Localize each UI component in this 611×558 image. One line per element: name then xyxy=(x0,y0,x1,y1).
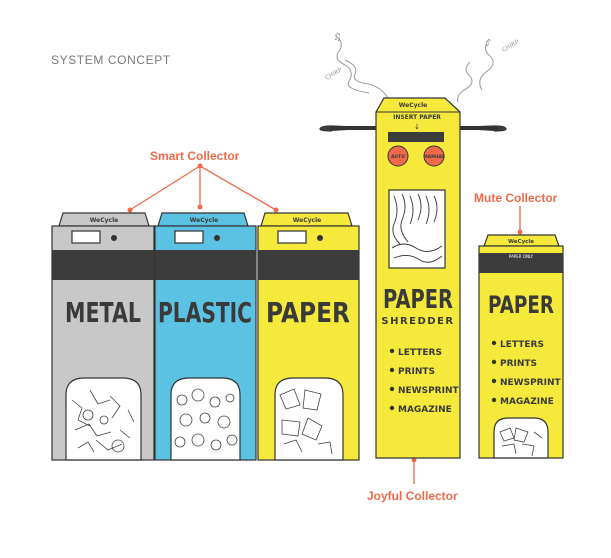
display-screen xyxy=(71,230,101,244)
music-note-icon: ♫ xyxy=(333,32,342,43)
shredder-sublabel: SHREDDER xyxy=(381,316,454,327)
bin-label: PLASTIC xyxy=(158,296,252,329)
brand-label: WeCycle xyxy=(90,217,118,224)
list-item: LETTERS xyxy=(500,340,544,350)
list-item: MAGAZINE xyxy=(500,397,554,407)
brand-label: WeCycle xyxy=(508,239,534,245)
brand-label: WeCycle xyxy=(293,217,321,224)
insert-slot xyxy=(155,250,256,280)
trash-window xyxy=(493,417,549,459)
brand-label: WeCycle xyxy=(399,102,427,109)
display-screen xyxy=(174,230,204,244)
chirp-sound-lines xyxy=(334,34,494,103)
auto-button-label: AUTO xyxy=(391,154,405,160)
list-item: LETTERS xyxy=(398,348,442,358)
callout-lines xyxy=(127,163,523,484)
music-note-icon: ♪ xyxy=(485,38,491,49)
page-title: SYSTEM CONCEPT xyxy=(51,53,171,67)
insert-slot xyxy=(52,250,154,280)
bin-metal: WeCycle METAL xyxy=(51,212,155,461)
insert-slot xyxy=(258,250,359,280)
shred-window xyxy=(388,189,446,269)
list-item: NEWSPRINT xyxy=(500,378,561,388)
insert-paper-label: INSERT PAPER xyxy=(393,114,441,121)
chirp-label-right: CHIRP xyxy=(501,38,521,53)
shredder-label: PAPER xyxy=(383,285,453,315)
bin-plastic: WeCycle PLASTIC xyxy=(154,212,257,461)
mute-label: PAPER xyxy=(488,291,554,319)
bin-label: PAPER xyxy=(266,296,350,329)
display-screen xyxy=(277,230,307,244)
chirp-label-left: CHIRP xyxy=(324,66,344,81)
manual-button-label: MANUAL xyxy=(423,154,445,160)
list-item: PRINTS xyxy=(500,359,537,369)
paper-only-label: PAPER ONLY xyxy=(509,254,534,259)
status-light xyxy=(214,235,220,241)
bin-mute-paper: WeCycle PAPER ONLY PAPER LETTERS PRINTS … xyxy=(478,234,564,459)
list-item: NEWSPRINT xyxy=(398,386,459,396)
callout-smart-collector: Smart Collector xyxy=(150,149,240,163)
trash-window xyxy=(170,377,241,461)
list-item: MAGAZINE xyxy=(398,405,452,415)
callout-joyful-collector: Joyful Collector xyxy=(367,489,458,503)
status-light xyxy=(317,235,323,241)
bin-label: METAL xyxy=(65,296,141,329)
bin-paper-shredder: WeCycle INSERT PAPER ↓ AUTO MANUAL PAPER… xyxy=(319,97,507,459)
auto-button xyxy=(387,145,409,167)
manual-button xyxy=(423,145,445,167)
status-light xyxy=(111,235,117,241)
trash-window xyxy=(65,377,142,461)
insert-slot xyxy=(479,253,563,273)
arrow-down-icon: ↓ xyxy=(414,123,420,131)
paper-slot xyxy=(388,132,444,142)
callout-mute-collector: Mute Collector xyxy=(474,191,558,205)
brand-label: WeCycle xyxy=(190,217,218,224)
list-item: PRINTS xyxy=(398,367,435,377)
bin-paper: WeCycle PAPER xyxy=(257,212,360,461)
